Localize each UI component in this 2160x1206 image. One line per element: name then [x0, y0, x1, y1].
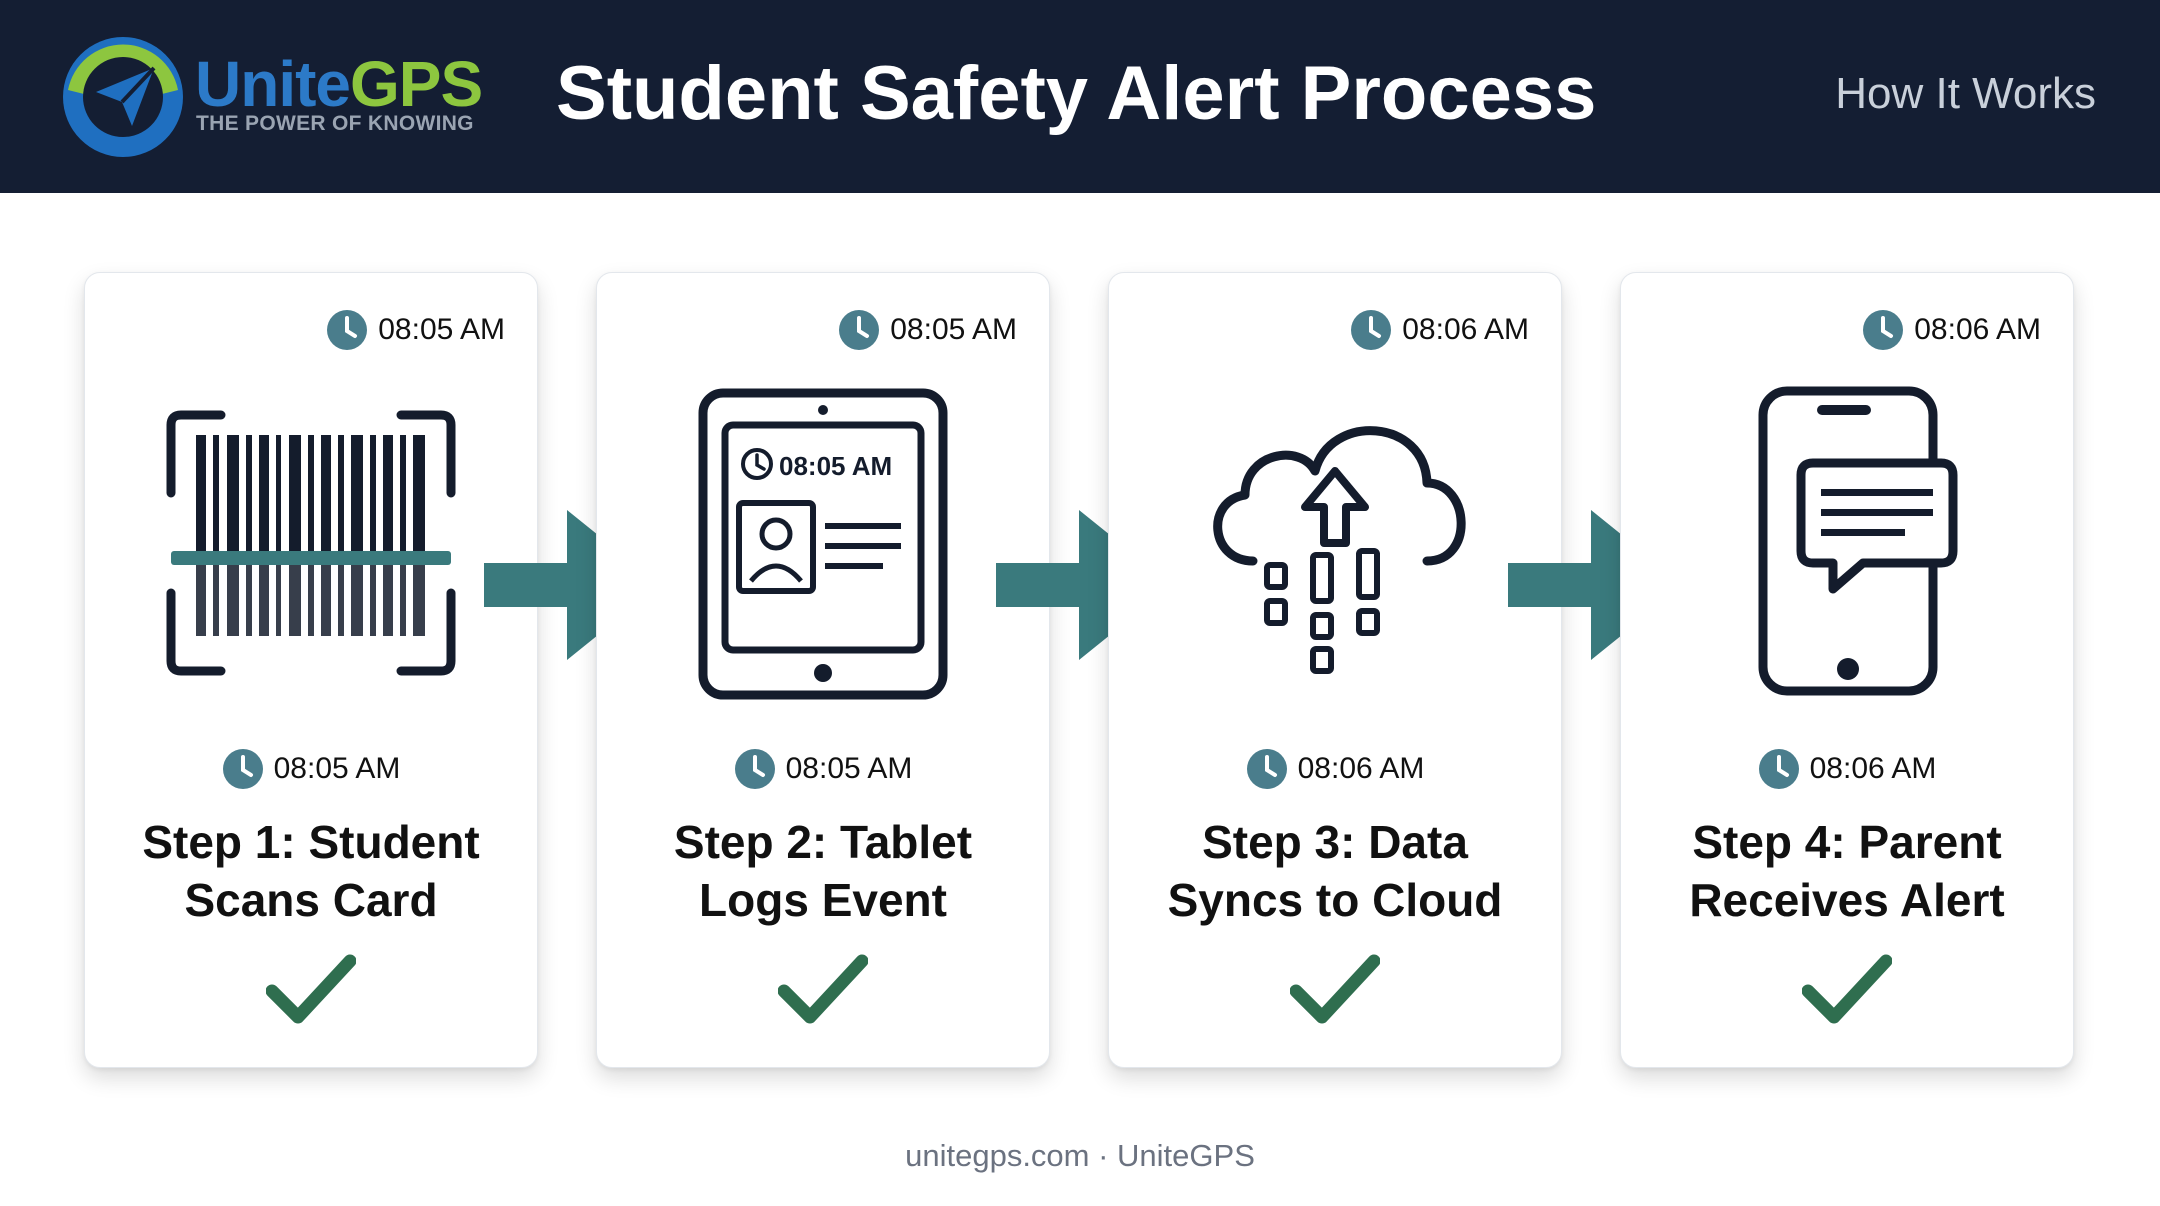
footer-credit: unitegps.com · UniteGPS	[905, 1138, 1255, 1173]
step-card-1: 08:05 AM 08:05	[84, 272, 538, 1068]
step-top-timestamp: 08:05 AM	[326, 309, 505, 351]
tablet-icon: 08:05 AM	[698, 388, 948, 700]
step-card-4: 08:06 AM 08:06 AM Step 4: Parent Receive…	[1620, 272, 2074, 1068]
clock-icon	[1863, 310, 1904, 350]
clock-icon	[734, 749, 775, 789]
step-top-timestamp: 08:06 AM	[1862, 309, 2041, 351]
step-event-timestamp: 08:05 AM	[85, 748, 537, 790]
barcode-scanner-icon	[166, 410, 456, 676]
step-event-timestamp: 08:06 AM	[1109, 748, 1561, 790]
step-card-3: 08:06 AM 08:06 AM Step 3: Data Syncs to …	[1108, 272, 1562, 1068]
step-title: Step 2: Tablet Logs Event	[673, 816, 973, 926]
step-event-timestamp: 08:05 AM	[597, 748, 1049, 790]
page-title: Student Safety Alert Process	[556, 51, 1597, 136]
step-title: Step 1: Student Scans Card	[142, 816, 480, 926]
checkmark-icon	[1802, 954, 1892, 1024]
clock-icon	[1758, 749, 1799, 789]
brand-name: UniteGPS	[195, 48, 483, 120]
clock-icon	[1246, 749, 1287, 789]
flow-arrow-icon	[996, 510, 1172, 660]
tablet-screen-time: 08:05 AM	[779, 451, 892, 481]
step-top-timestamp: 08:05 AM	[838, 309, 1017, 351]
unitegps-logo-icon	[63, 37, 183, 157]
checkmark-icon	[1290, 954, 1380, 1024]
checkmark-icon	[266, 954, 356, 1024]
header-bar: UniteGPS THE POWER OF KNOWING Student Sa…	[0, 0, 2160, 193]
brand-tagline: THE POWER OF KNOWING	[196, 112, 474, 135]
checkmark-icon	[778, 954, 868, 1024]
phone-message-icon	[1758, 386, 1958, 696]
cloud-upload-icon	[1213, 426, 1466, 674]
step-top-timestamp: 08:06 AM	[1350, 309, 1529, 351]
step-title: Step 3: Data Syncs to Cloud	[1167, 816, 1503, 926]
clock-icon	[327, 310, 368, 350]
flow-arrow-icon	[484, 510, 660, 660]
step-card-2: 08:05 AM 08:05 AM 08:05 AM Step 2: Table…	[596, 272, 1050, 1068]
clock-icon	[222, 749, 263, 789]
clock-icon	[1351, 310, 1392, 350]
section-subtitle: How It Works	[1835, 69, 2096, 118]
step-event-timestamp: 08:06 AM	[1621, 748, 2073, 790]
flow-arrow-icon	[1508, 510, 1684, 660]
clock-icon	[839, 310, 880, 350]
step-title: Step 4: Parent Receives Alert	[1689, 816, 2005, 926]
